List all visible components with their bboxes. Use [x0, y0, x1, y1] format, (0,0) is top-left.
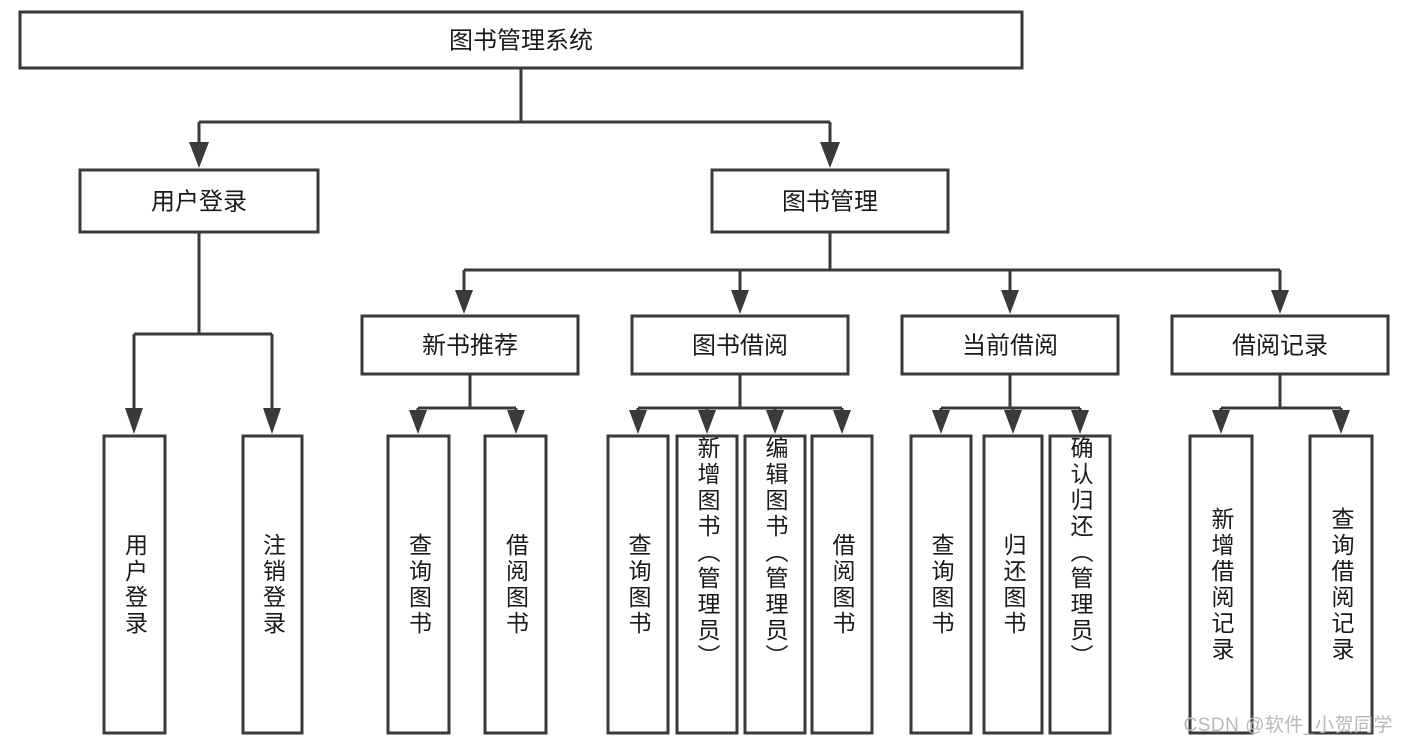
leaf-box-borrow-books-1[interactable]	[483, 434, 548, 735]
connector-current-to-leaves	[932, 374, 1089, 434]
leaf-box-add-book-admin[interactable]	[675, 434, 739, 735]
arrow-head-icon	[731, 290, 749, 314]
arrow-head-icon	[698, 410, 716, 434]
leaf-boxes	[102, 434, 1374, 735]
node-book-borrow-label: 图书借阅	[692, 333, 788, 360]
node-book-management[interactable]: 图书管理	[710, 168, 950, 234]
node-current-borrow[interactable]: 当前借阅	[900, 314, 1120, 376]
node-user-login[interactable]: 用户登录	[78, 168, 320, 234]
leaf-box-logout[interactable]	[241, 434, 304, 735]
arrow-head-icon	[1212, 410, 1230, 434]
leaf-box-user-login[interactable]	[102, 434, 167, 735]
connector-books-to-level3	[455, 232, 1289, 314]
leaf-box-query-books-1[interactable]	[386, 434, 451, 735]
connector-borrow-to-leaves	[629, 374, 851, 434]
leaf-box-borrow-books-2[interactable]	[810, 434, 874, 735]
arrow-head-icon	[629, 410, 647, 434]
arrow-head-icon	[1071, 410, 1089, 434]
node-root-box[interactable]	[18, 10, 1024, 70]
watermark-text: CSDN @软件_小贺同学	[1183, 715, 1393, 736]
leaf-box-edit-book-admin[interactable]	[743, 434, 807, 735]
node-book-borrow-box[interactable]	[630, 314, 850, 376]
arrow-head-icon	[1271, 290, 1289, 314]
node-current-borrow-label: 当前借阅	[962, 333, 1058, 360]
leaf-box-query-books-2[interactable]	[606, 434, 670, 735]
arrow-head-icon	[125, 408, 143, 434]
node-book-management-label: 图书管理	[782, 189, 878, 216]
node-new-book-recommend-box[interactable]	[360, 314, 580, 376]
arrow-head-icon	[507, 410, 525, 434]
leaf-box-query-books-3[interactable]	[909, 434, 973, 735]
arrow-head-icon	[455, 290, 473, 314]
node-borrow-records[interactable]: 借阅记录	[1170, 314, 1390, 376]
arrow-head-icon	[820, 142, 840, 168]
arrow-head-icon	[409, 410, 427, 434]
node-new-book-recommend-label: 新书推荐	[422, 333, 518, 360]
arrow-head-icon	[766, 410, 784, 434]
arrow-head-icon	[833, 410, 851, 434]
connector-records-to-leaves	[1212, 374, 1350, 434]
arrow-head-icon	[932, 410, 950, 434]
node-root[interactable]: 图书管理系统	[18, 10, 1024, 70]
node-new-book-recommend[interactable]: 新书推荐	[360, 314, 580, 376]
node-root-label: 图书管理系统	[449, 28, 593, 55]
arrow-head-icon	[1332, 410, 1350, 434]
connector-login-to-leaves	[125, 232, 281, 434]
leaf-box-return-books[interactable]	[982, 434, 1044, 735]
connector-newbooks-to-leaves	[409, 374, 525, 434]
node-current-borrow-box[interactable]	[900, 314, 1120, 376]
connector-root-to-level2	[189, 68, 840, 168]
arrow-head-icon	[263, 408, 281, 434]
node-borrow-records-box[interactable]	[1170, 314, 1390, 376]
node-user-login-box[interactable]	[78, 168, 320, 234]
node-user-login-label: 用户登录	[151, 189, 247, 216]
node-borrow-records-label: 借阅记录	[1232, 333, 1328, 360]
arrow-head-icon	[1001, 290, 1019, 314]
leaf-box-confirm-return-admin[interactable]	[1048, 434, 1112, 735]
arrow-head-icon	[1004, 410, 1022, 434]
leaf-box-query-record[interactable]	[1308, 434, 1374, 735]
arrow-head-icon	[189, 142, 209, 168]
node-book-management-box[interactable]	[710, 168, 950, 234]
node-book-borrow[interactable]: 图书借阅	[630, 314, 850, 376]
leaf-box-add-record[interactable]	[1188, 434, 1254, 735]
